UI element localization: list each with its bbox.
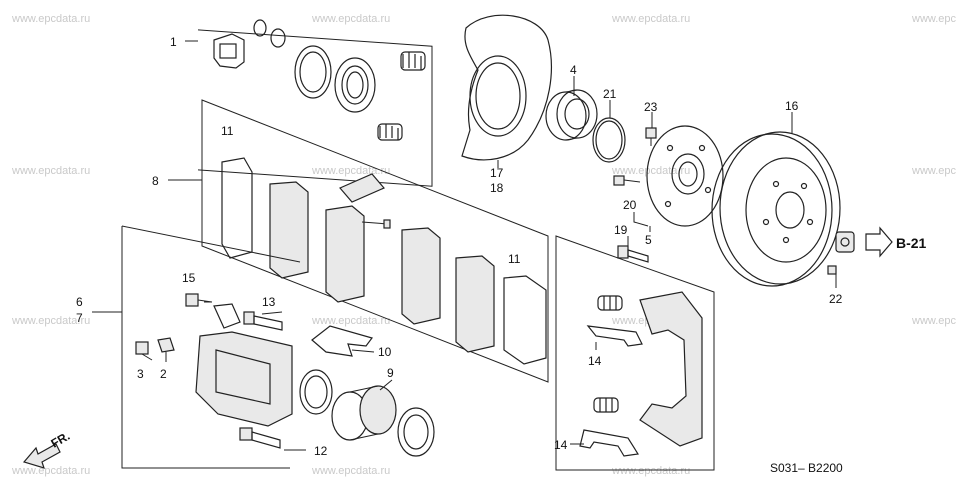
watermark: www.epcdata.ru <box>11 315 90 327</box>
anti-rattle-spring-part <box>311 325 374 357</box>
caliper-bracket-group <box>555 235 715 471</box>
spring-part <box>593 397 619 413</box>
piston-seal-part <box>299 369 333 415</box>
wheel-hub-part <box>646 125 724 227</box>
small-bolt-part <box>827 265 837 275</box>
spring-part <box>597 295 623 311</box>
watermark-layer: www.epcdata.ru www.epcdata.ru www.epcdat… <box>11 13 957 477</box>
watermark: www.epcdata.ru <box>611 165 690 177</box>
hub-bolt-part <box>645 127 657 146</box>
callout-number: 20 <box>623 198 637 212</box>
watermark: www.epcdata.ru <box>611 13 690 25</box>
brake-pad-part <box>325 205 365 303</box>
callout-number: 19 <box>614 223 628 237</box>
pin-boot-part <box>213 33 245 69</box>
callout-number: 15 <box>182 271 196 285</box>
brake-pad-part <box>455 255 495 353</box>
callout-number: 3 <box>137 367 144 381</box>
bleeder-screw-part <box>157 337 175 353</box>
dust-seal-part <box>334 57 376 113</box>
callout-number: 18 <box>490 181 504 195</box>
group-bracket <box>555 235 715 471</box>
caliper-bracket-part <box>639 291 703 447</box>
watermark: www.epc <box>911 13 957 25</box>
brake-pad-part <box>269 181 309 279</box>
callout-number: 13 <box>262 295 276 309</box>
pad-shim-part <box>503 275 547 365</box>
caliper-body-part <box>195 331 293 427</box>
group-bracket <box>198 29 433 187</box>
piston-seal-part <box>294 45 332 99</box>
pad-retainer-part <box>579 429 639 457</box>
callout-number: 1 <box>170 35 177 49</box>
diagram-code: S031– B2200 <box>770 461 843 475</box>
watermark: www.epcdata.ru <box>611 465 690 477</box>
callout-number: 4 <box>570 63 577 77</box>
snap-ring-part <box>592 117 626 163</box>
callout-number: 8 <box>152 174 159 188</box>
lug-nut-part <box>835 231 855 253</box>
callout-number: 11 <box>221 124 234 138</box>
brake-pad-part <box>401 227 441 325</box>
piston-part <box>331 385 397 441</box>
bracket-bolt-part <box>617 245 649 263</box>
watermark: www.epcdata.ru <box>311 465 390 477</box>
guide-bolt-part <box>239 427 281 449</box>
watermark: www.epcdata.ru <box>11 165 90 177</box>
wear-clip-part <box>339 173 385 203</box>
group-bracket <box>121 226 290 469</box>
callout-number: 21 <box>603 87 617 101</box>
callout-number: 16 <box>785 99 799 113</box>
o-ring-part <box>253 19 267 37</box>
watermark: www.epcdata.ru <box>311 165 390 177</box>
spring-part <box>377 123 403 141</box>
callout-number: 14 <box>554 438 568 452</box>
group-bracket <box>201 99 549 383</box>
guide-pin-part <box>243 311 283 331</box>
spring-part <box>400 51 426 71</box>
watermark: www.epcdata.ru <box>311 13 390 25</box>
watermark: www.epcdata.ru <box>11 13 90 25</box>
watermark: www.epcdata.ru <box>11 465 90 477</box>
watermark: www.epc <box>911 165 957 177</box>
callout-layer: 1 4 21 23 16 11 8 17 18 20 5 19 11 6 7 1… <box>76 35 843 458</box>
watermark: www.epc <box>911 315 957 327</box>
reference-label: B-21 <box>896 235 927 251</box>
callout-number: 12 <box>314 444 328 458</box>
seal-kit-group <box>185 19 433 187</box>
callout-number: 6 <box>76 295 83 309</box>
callout-number: 9 <box>387 366 394 380</box>
callout-number: 5 <box>645 233 652 247</box>
caliper-group <box>92 225 435 469</box>
pad-retainer-part <box>586 325 643 347</box>
front-direction-arrow: FR. <box>22 429 72 469</box>
watermark: www.epcdata.ru <box>311 315 390 327</box>
callout-number: 23 <box>644 100 658 114</box>
callout-number: 17 <box>490 166 504 180</box>
hub-bearing-part <box>545 89 598 141</box>
dust-boot-part <box>397 407 435 457</box>
callout-number: 10 <box>378 345 392 359</box>
splash-guard-part <box>461 14 552 161</box>
leader-lines <box>141 76 837 451</box>
screw-part <box>613 175 641 186</box>
callout-number: 2 <box>160 367 167 381</box>
pad-set-group <box>168 99 549 383</box>
callout-number: 11 <box>508 252 521 266</box>
reference-arrow: B-21 <box>865 226 927 258</box>
bleeder-cap-part <box>135 341 149 355</box>
callout-number: 14 <box>588 354 602 368</box>
callout-number: 22 <box>829 292 843 306</box>
brake-disc-part <box>711 131 841 287</box>
callout-number: 7 <box>76 311 83 325</box>
caliper-bolt-part <box>185 293 213 307</box>
